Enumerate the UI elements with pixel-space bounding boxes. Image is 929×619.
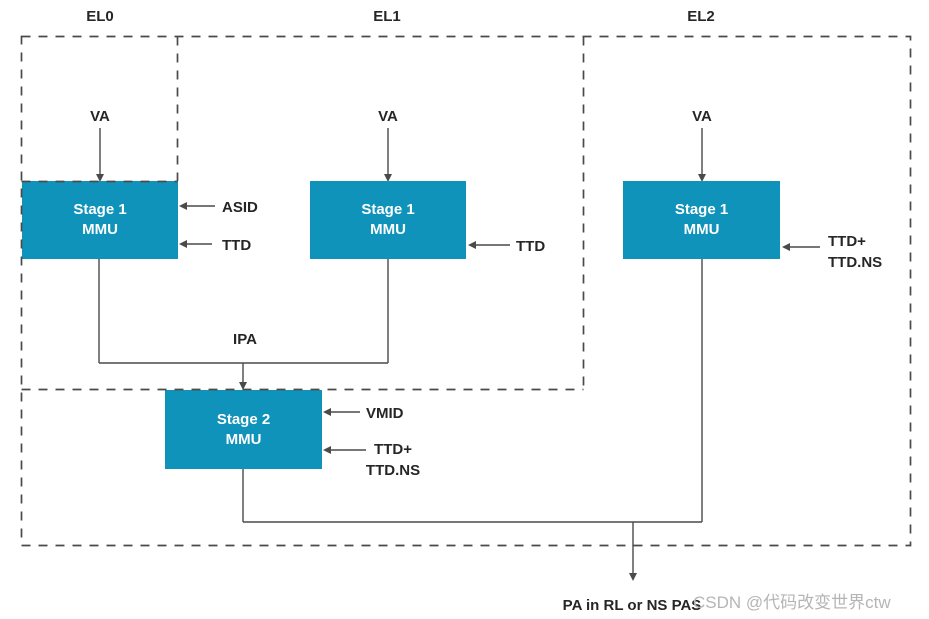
va-arrowhead-el2 bbox=[698, 174, 706, 182]
stage2-mmu-caption: Stage 2 MMU bbox=[165, 390, 322, 469]
stage2-mmu-caption-line1: Stage 2 bbox=[216, 410, 271, 428]
stage1-mmu-el2-caption: Stage 1 MMU bbox=[623, 181, 780, 259]
stage1-mmu-el0-box bbox=[22, 181, 178, 259]
va-arrowhead-el1 bbox=[384, 174, 392, 182]
vmid-arrowhead bbox=[323, 408, 331, 416]
el1-header-label: EL1 bbox=[373, 8, 401, 25]
stage1-mmu-el2-caption-line2: MMU bbox=[683, 221, 720, 238]
stage1-mmu-el0-caption-line1: Stage 1 bbox=[73, 201, 127, 218]
ttd-label-el2: TTD+ TTD.NS bbox=[828, 231, 882, 273]
region-borders bbox=[20, 35, 912, 547]
csdn-watermark: CSDN @代码改变世界ctw bbox=[693, 593, 891, 612]
va-label-el1: VA bbox=[378, 108, 398, 125]
ttd-arrowhead-el2 bbox=[782, 243, 790, 251]
stage1-mmu-el1-caption: Stage 1 MMU bbox=[310, 181, 466, 259]
mmu-blocks bbox=[22, 181, 780, 469]
ttd-label-stage2: TTD+ TTD.NS bbox=[366, 439, 420, 481]
arrowheads bbox=[96, 174, 790, 581]
ttd-arrowhead-el0 bbox=[179, 240, 187, 248]
stage1-mmu-el0-caption: Stage 1 MMU bbox=[22, 181, 178, 259]
ttd-label-el1: TTD bbox=[516, 238, 546, 255]
pa-output-arrowhead bbox=[629, 573, 637, 581]
asid-arrowhead bbox=[179, 202, 187, 210]
ipa-arrowhead bbox=[239, 382, 247, 390]
outer-region-border bbox=[20, 35, 912, 547]
ipa-label: IPA bbox=[233, 331, 257, 348]
stage1-mmu-el1-caption-line1: Stage 1 bbox=[361, 201, 415, 218]
va-arrowhead-el0 bbox=[96, 174, 104, 182]
stage1-mmu-el2-caption-line1: Stage 1 bbox=[674, 201, 729, 218]
stage1-mmu-el1-box bbox=[310, 181, 466, 259]
va-label-el2: VA bbox=[692, 108, 712, 125]
ttd-label-el2-line1: TTD+ bbox=[828, 233, 866, 250]
stage1-mmu-el2-box bbox=[623, 181, 780, 259]
ttd-label-stage2-line1: TTD+ bbox=[374, 441, 412, 458]
ttd-label-el0: TTD bbox=[222, 237, 252, 254]
ttd-arrowhead-stage2 bbox=[323, 446, 331, 454]
va-label-el0: VA bbox=[90, 108, 110, 125]
stage2-mmu-box bbox=[165, 390, 322, 469]
ttd-label-stage2-line2: TTD.NS bbox=[365, 462, 421, 479]
ttd-arrowhead-el1 bbox=[468, 241, 476, 249]
asid-label: ASID bbox=[222, 199, 258, 216]
stage1-mmu-el1-caption-line2: MMU bbox=[370, 221, 406, 238]
stage2-mmu-caption-line2: MMU bbox=[225, 430, 262, 448]
ttd-label-el2-line2: TTD.NS bbox=[828, 254, 883, 271]
el2-header-label: EL2 bbox=[687, 8, 715, 25]
stage1-mmu-el0-caption-line2: MMU bbox=[82, 221, 118, 238]
vmid-label: VMID bbox=[366, 405, 404, 422]
pa-output-label: PA in RL or NS PAS bbox=[562, 597, 702, 614]
connector-lines bbox=[98, 128, 820, 573]
el0-header-label: EL0 bbox=[86, 8, 114, 25]
